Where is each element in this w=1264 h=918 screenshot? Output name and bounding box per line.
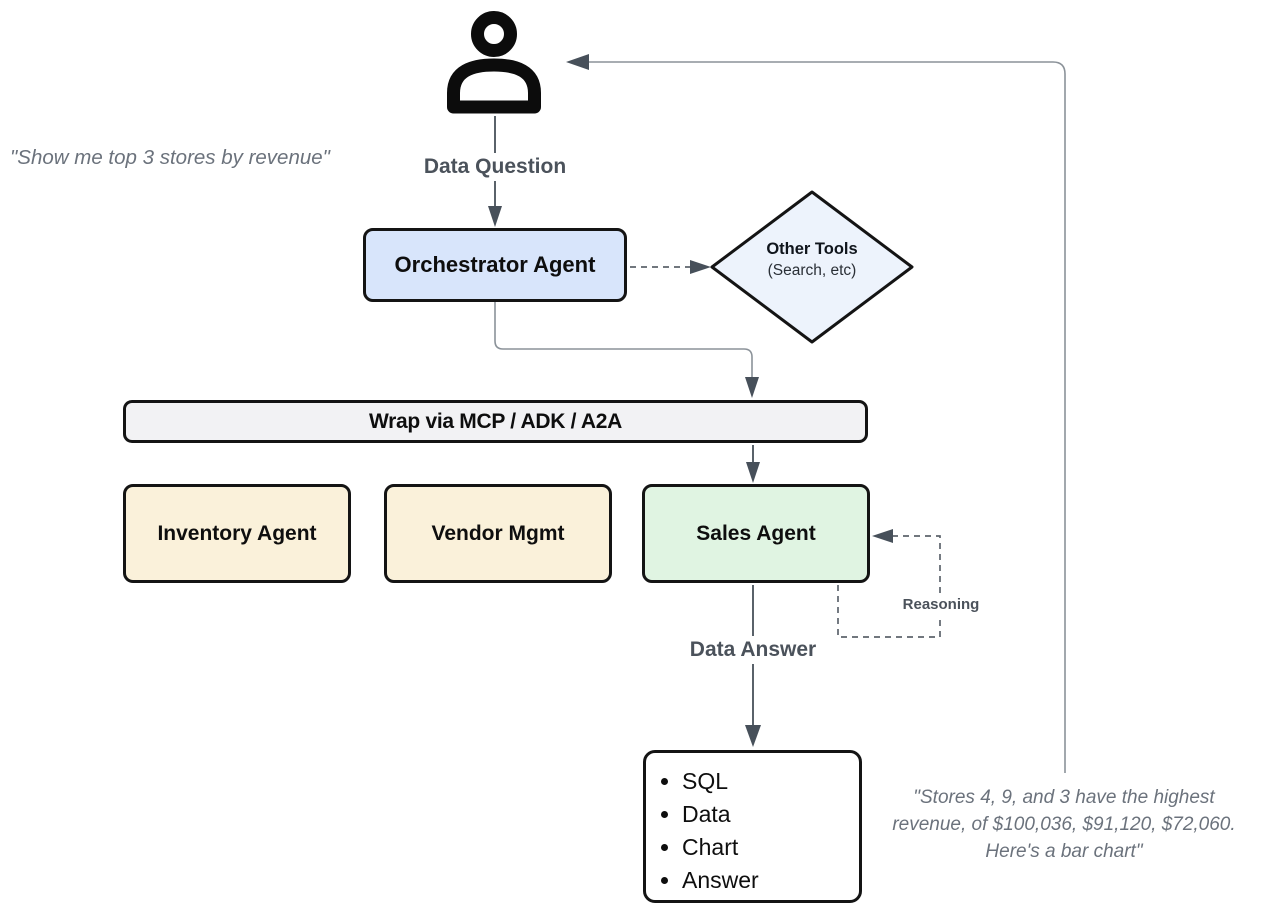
output-item-answer: Answer <box>682 864 859 897</box>
user-quote: "Show me top 3 stores by revenue" <box>10 146 330 169</box>
arrowhead-down-sales <box>746 462 760 483</box>
inventory-agent-node: Inventory Agent <box>123 484 351 583</box>
data-answer-label: Data Answer <box>681 636 825 664</box>
arrowhead-right-tools <box>690 260 711 274</box>
reasoning-label: Reasoning <box>894 594 988 615</box>
other-tools-subtitle: (Search, etc) <box>767 262 857 279</box>
answer-quote: "Stores 4, 9, and 3 have the highest rev… <box>892 787 1236 862</box>
output-list: SQL Data Chart Answer <box>646 753 859 897</box>
other-tools-label: Other Tools (Search, etc) <box>737 240 887 280</box>
orchestrator-agent-node: Orchestrator Agent <box>363 228 627 302</box>
arrowhead-down-wrapbar <box>745 377 759 398</box>
arrowhead-down-orchestrator <box>488 206 502 227</box>
other-tools-title: Other Tools <box>766 240 858 258</box>
arrowhead-left-user <box>566 54 589 70</box>
person-icon <box>447 11 541 114</box>
edge-orchestrator-to-wrapbar <box>494 302 753 378</box>
output-box: SQL Data Chart Answer <box>643 750 862 903</box>
output-item-chart: Chart <box>682 831 859 864</box>
output-item-sql: SQL <box>682 765 859 798</box>
arrowhead-left-reasoning <box>872 529 893 543</box>
edge-answer-to-user <box>586 61 1066 773</box>
vendor-mgmt-node: Vendor Mgmt <box>384 484 612 583</box>
other-tools-diamond <box>710 190 914 344</box>
output-item-data: Data <box>682 798 859 831</box>
edge-reasoning-loop <box>837 535 941 638</box>
data-question-label: Data Question <box>415 153 575 181</box>
wrap-mcp-adk-a2a-bar: Wrap via MCP / ADK / A2A <box>123 400 868 443</box>
arrowhead-down-output <box>745 725 761 747</box>
sales-agent-node: Sales Agent <box>642 484 870 583</box>
